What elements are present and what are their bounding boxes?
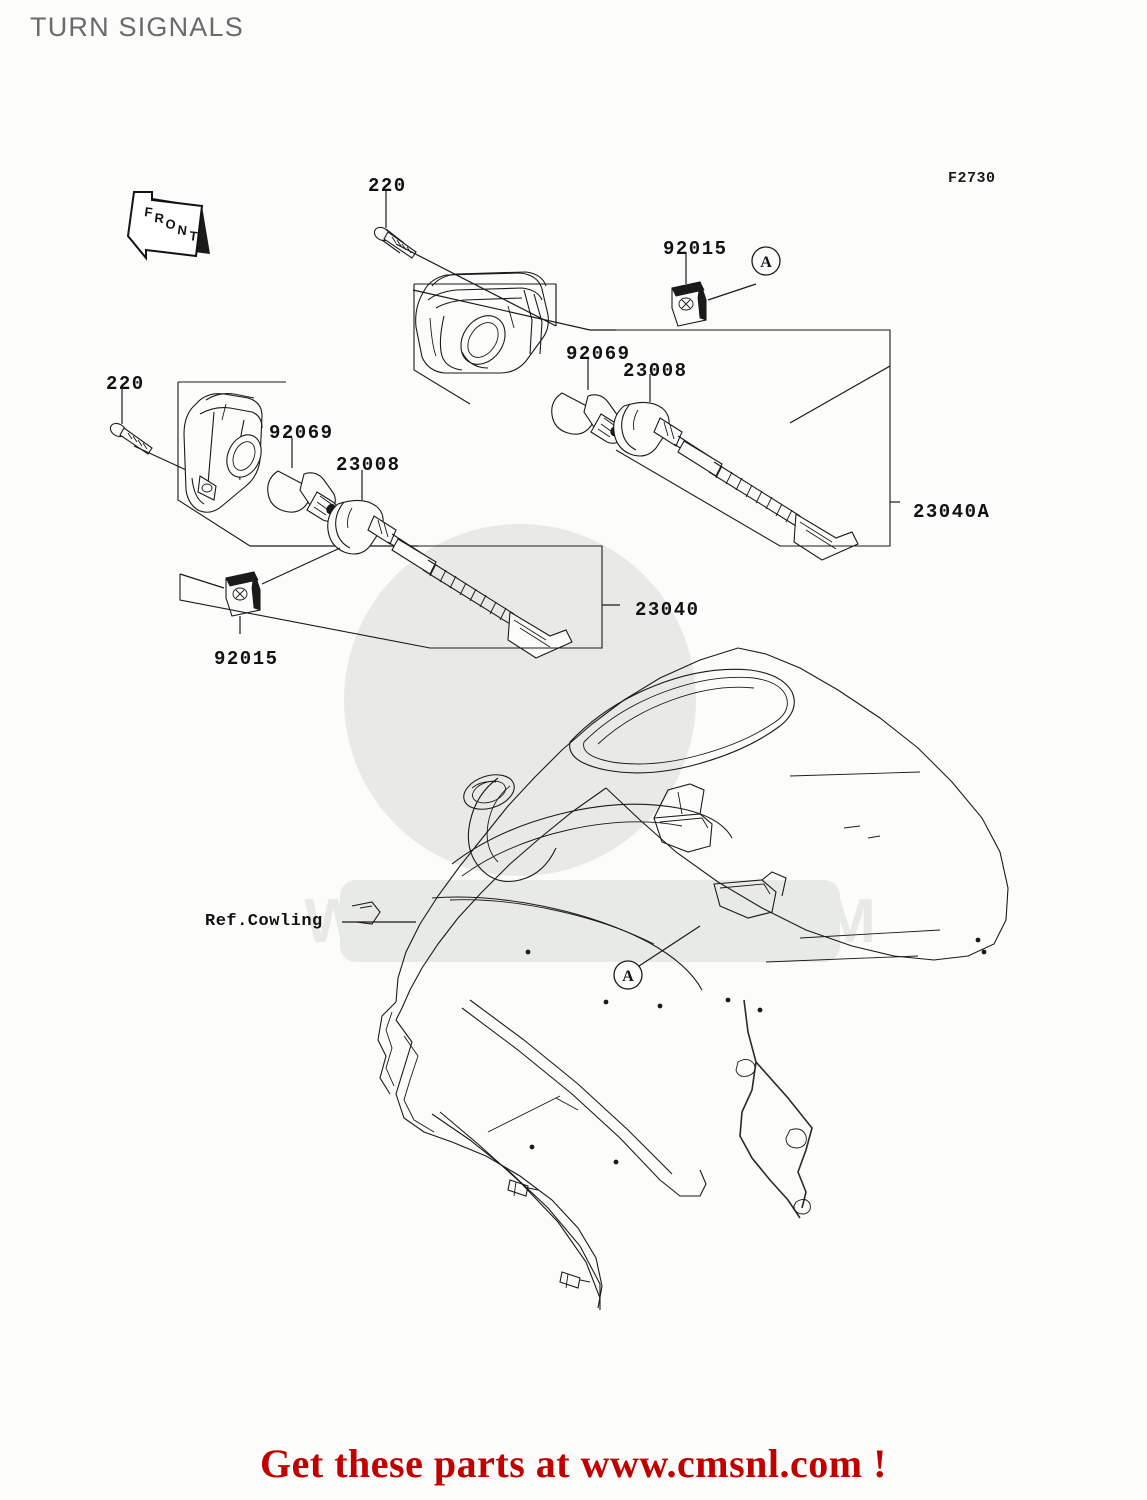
part-label-23040[interactable]: 23040 — [635, 599, 700, 621]
part-label-23008-lower[interactable]: 23008 — [336, 454, 401, 476]
part-label-220-lower[interactable]: 220 — [106, 373, 145, 395]
part-label-92069-lower[interactable]: 92069 — [269, 422, 334, 444]
svg-text:A: A — [622, 968, 634, 985]
cowling-fastener — [507, 1179, 539, 1197]
screw-220-upper — [373, 190, 417, 259]
svg-text:O: O — [165, 216, 177, 232]
bulb-92069-upper — [551, 358, 623, 444]
part-label-220-upper[interactable]: 220 — [368, 175, 407, 197]
bracket-lower-lens — [177, 381, 418, 547]
bracket-assembly-23040 — [179, 545, 620, 649]
nut-92015-lower — [179, 547, 341, 634]
turn-signal-lens-upper — [415, 271, 549, 374]
socket-23008-lower — [327, 470, 573, 659]
part-label-23008-upper[interactable]: 23008 — [623, 360, 688, 382]
bracket-assembly-23040a — [615, 329, 900, 547]
svg-text:T: T — [189, 228, 199, 244]
bracket-upper-lens — [395, 243, 616, 405]
svg-text:R: R — [154, 210, 166, 226]
screw-220-lower — [109, 388, 209, 481]
page-title: TURN SIGNALS — [30, 12, 244, 42]
part-label-23040a[interactable]: 23040A — [913, 501, 991, 523]
nut-92015-upper — [671, 252, 757, 327]
socket-23008-upper — [613, 374, 859, 561]
part-label-92015-lower[interactable]: 92015 — [214, 648, 279, 670]
callout-a-lower: A — [613, 925, 701, 990]
cowling-illustration — [351, 647, 1009, 1310]
footer-promo-text: Get these parts at www.cmsnl.com ! — [260, 1441, 887, 1486]
svg-text:F: F — [144, 204, 154, 220]
ref-cowling-label[interactable]: Ref.Cowling — [205, 912, 323, 931]
front-arrow-icon: F R O N T — [126, 191, 210, 261]
diagram-ref-code: F2730 — [948, 170, 996, 187]
part-label-92015-upper[interactable]: 92015 — [663, 238, 728, 260]
turn-signal-lens-lower — [183, 393, 263, 513]
svg-text:H: H — [488, 648, 536, 722]
part-label-92069-upper[interactable]: 92069 — [566, 343, 631, 365]
cowling-fastener — [559, 1271, 591, 1289]
svg-text:A: A — [760, 254, 772, 271]
svg-text:N: N — [177, 222, 188, 238]
callout-a-upper: A — [751, 246, 781, 276]
bulb-92069-lower — [267, 438, 339, 522]
